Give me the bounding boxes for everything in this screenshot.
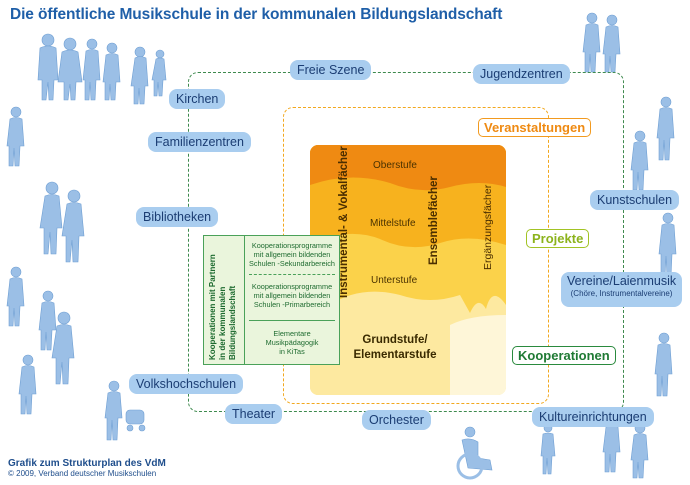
kita-line-1: Elementare <box>273 329 311 338</box>
person-silhouette <box>39 181 63 255</box>
oberstufe-layer <box>310 145 506 191</box>
wheelchair-silhouette <box>456 426 493 480</box>
level-unterstufe: Unterstufe <box>371 275 418 286</box>
level-mittelstufe: Mittelstufe <box>370 218 416 229</box>
person-silhouette <box>51 311 75 385</box>
kooperation-side-line-2: in der kommunalen <box>218 286 227 360</box>
person-silhouette <box>130 46 149 105</box>
person-silhouette <box>656 96 675 161</box>
person-silhouette <box>6 266 25 327</box>
person-silhouette <box>37 33 59 101</box>
partner-bibliotheken: Bibliotheken <box>136 207 219 227</box>
person-silhouette <box>18 354 37 415</box>
footer: Grafik zum Strukturplan des VdM © 2009, … <box>8 458 166 478</box>
kooperation-kita: Elementare Musikpädagogik in KiTas <box>245 329 339 356</box>
partner-kirchen: Kirchen <box>169 89 226 109</box>
kooperation-programs-box: Kooperationsprogramme mit allgemein bild… <box>244 235 340 365</box>
sek-line-1: Kooperationsprogramme <box>251 241 333 250</box>
kooperation-primar: Kooperationsprogramme mit allgemein bild… <box>245 282 339 309</box>
subject-ensemble: Ensemblefächer <box>428 176 440 265</box>
tag-veranstaltungen: Veranstaltungen <box>478 118 592 137</box>
person-silhouette <box>102 42 121 101</box>
prim-line-2: mit allgemein bildenden <box>253 291 331 300</box>
grundstufe-line-1: Grundstufe/ <box>362 334 428 346</box>
partner-freie-szene: Freie Szene <box>290 60 372 80</box>
partner-kultureinrichtungen: Kultureinrichtungen <box>532 407 654 427</box>
kooperation-side-label: Kooperationen mit Partnern in der kommun… <box>208 254 238 360</box>
kooperation-side-line-3: Bildungslandschaft <box>228 285 237 360</box>
person-silhouette <box>540 423 556 475</box>
person-silhouette <box>630 422 649 479</box>
person-silhouette <box>654 332 673 397</box>
level-oberstufe: Oberstufe <box>373 160 417 171</box>
partner-orchester: Orchester <box>362 410 431 430</box>
person-silhouette <box>582 12 601 73</box>
partner-volkshochschulen: Volkshochschulen <box>129 374 244 394</box>
level-grundstufe: Grundstufe/ Elementarstufe <box>340 333 450 363</box>
kooperation-divider <box>249 274 335 275</box>
vereine-label: Vereine/Laienmusik <box>567 274 677 288</box>
kooperation-side-box: Kooperationen mit Partnern in der kommun… <box>203 235 250 365</box>
kooperation-sekundar: Kooperationsprogramme mit allgemein bild… <box>245 241 339 268</box>
person-silhouette <box>151 49 167 97</box>
person-silhouette <box>38 290 57 351</box>
person-silhouette <box>82 38 101 101</box>
prim-line-3: Schulen -Primarbereich <box>253 300 331 309</box>
person-silhouette <box>658 212 677 277</box>
tag-kooperationen: Kooperationen <box>512 346 616 365</box>
grundstufe-fade <box>450 315 506 395</box>
tag-projekte: Projekte <box>526 229 590 248</box>
sek-line-3: Schulen -Sekundarbereich <box>249 259 335 268</box>
kita-line-3: in KiTas <box>279 347 305 356</box>
person-silhouette <box>602 14 621 73</box>
partner-vereine-laienmusik: Vereine/Laienmusik (Chöre, Instrumentalv… <box>561 272 683 307</box>
subject-ergaenzung: Ergänzungsfächer <box>482 184 494 270</box>
partner-theater: Theater <box>225 404 283 424</box>
diagram-title: Die öffentliche Musikschule in der kommu… <box>10 6 503 23</box>
kooperation-side-line-1: Kooperationen mit Partnern <box>208 254 217 360</box>
footer-line-1: Grafik zum Strukturplan des VdM <box>8 458 166 469</box>
kooperation-divider <box>249 320 335 321</box>
footer-line-2: © 2009, Verband deutscher Musikschulen <box>8 469 157 478</box>
person-silhouette <box>6 106 25 167</box>
person-silhouette <box>57 37 83 101</box>
kita-line-2: Musikpädagogik <box>265 338 319 347</box>
vereine-subtitle: (Chöre, Instrumentalvereine) <box>570 289 673 298</box>
person-silhouette <box>104 380 123 441</box>
stroller-silhouette <box>125 409 146 432</box>
prim-line-1: Kooperationsprogramme <box>251 282 333 291</box>
grundstufe-line-2: Elementarstufe <box>353 349 437 361</box>
person-silhouette <box>61 189 85 263</box>
partner-jugendzentren: Jugendzentren <box>473 64 570 84</box>
partner-familienzentren: Familienzentren <box>148 132 251 152</box>
music-school-levels <box>310 145 506 395</box>
person-silhouette <box>630 130 649 191</box>
partner-kunstschulen: Kunstschulen <box>590 190 680 210</box>
sek-line-2: mit allgemein bildenden <box>253 250 331 259</box>
